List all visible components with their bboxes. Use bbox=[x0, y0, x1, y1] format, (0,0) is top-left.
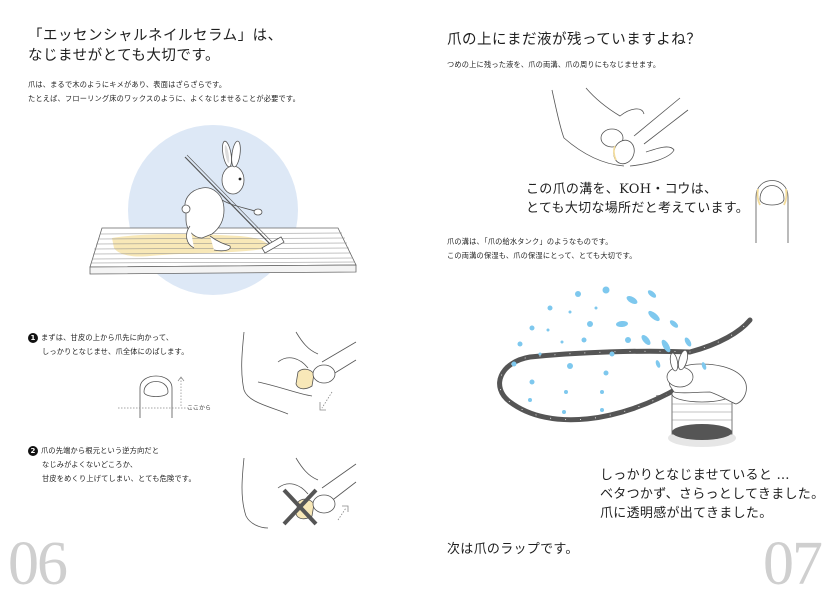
rabbit-hose-sprinkler-illustration bbox=[497, 286, 753, 447]
step-2-line2: なじみがよくないどころか、 bbox=[42, 460, 138, 469]
result-line2: ベタつかず、さらっとしてきました。 bbox=[600, 487, 825, 502]
kohkou-callout: この爪の溝を、KOH・コウは、 とても大切な場所だと考えています。 bbox=[526, 180, 749, 218]
rabbit-mopping-illustration bbox=[89, 125, 357, 295]
left-intro-line1: 爪は、まるで木のようにキメがあり、表面はざらざらです。 bbox=[28, 80, 227, 89]
step-1-line2: しっかりとなじませ、爪全体にのばします。 bbox=[42, 347, 189, 356]
step-2-line3: 甘皮をめくり上げてしまい、とても危険です。 bbox=[42, 474, 196, 483]
hand-applying-wrong-illustration bbox=[241, 457, 357, 529]
callout-line2: とても大切な場所だと考えています。 bbox=[526, 201, 750, 216]
left-headline-line2: なじませがとても大切です。 bbox=[28, 48, 220, 64]
step-2-badge: 2 bbox=[28, 446, 38, 456]
page-number-right: 07 bbox=[763, 530, 823, 598]
next-step-text: 次は爪のラップです。 bbox=[447, 542, 579, 557]
step-2-line1: 爪の先端から根元という逆方向だと bbox=[41, 446, 160, 455]
callout-line1: この爪の溝を、KOH・コウは、 bbox=[526, 182, 718, 197]
left-intro: 爪は、まるで木のようにキメがあり、表面はざらざらです。 たとえば、フローリング床… bbox=[28, 78, 300, 106]
left-headline-line1: 「エッセンシャルネイルセラム」は、 bbox=[28, 28, 283, 44]
result-text: しっかりとなじませていると … ベタつかず、さらっとしてきました。 爪に透明感が… bbox=[600, 466, 824, 523]
page-number-left: 06 bbox=[8, 530, 68, 598]
nail-groove-diagram bbox=[755, 180, 789, 243]
right-headline: 爪の上にまだ液が残っていますよね？ bbox=[447, 32, 702, 48]
result-line1: しっかりとなじませていると … bbox=[600, 468, 790, 483]
right-subtext: つめの上に残った液を、爪の両溝、爪の周りにもなじませます。 bbox=[447, 60, 661, 69]
groove-text-line1: 爪の溝は、「爪の給水タンク」のようなものです。 bbox=[447, 237, 613, 246]
hand-nail-groove-illustration bbox=[551, 87, 689, 167]
step-1-badge: 1 bbox=[28, 333, 38, 343]
from-here-label: ここから bbox=[187, 405, 212, 412]
groove-text-line2: この両溝の保湿も、爪の保湿にとって、とても大切です。 bbox=[447, 251, 637, 260]
left-page: 「エッセンシャルネイルセラム」は、 なじませがとても大切です。 爪は、まるで木の… bbox=[0, 0, 420, 595]
step-1-line1: まずは、甘皮の上から爪先に向かって、 bbox=[41, 333, 174, 342]
result-line3: 爪に透明感が出てきました。 bbox=[600, 506, 773, 521]
hand-applying-correct-illustration bbox=[241, 331, 357, 415]
groove-text: 爪の溝は、「爪の給水タンク」のようなものです。 この両溝の保湿も、爪の保湿にとっ… bbox=[447, 235, 637, 263]
left-intro-line2: たとえば、フローリング床のワックスのように、よくなじませることが必要です。 bbox=[28, 94, 300, 103]
right-page: 爪の上にまだ液が残っていますよね？ つめの上に残った液を、爪の両溝、爪の周りにも… bbox=[420, 0, 839, 595]
nail-diagram-upward bbox=[118, 375, 198, 418]
left-headline: 「エッセンシャルネイルセラム」は、 なじませがとても大切です。 bbox=[28, 26, 283, 66]
